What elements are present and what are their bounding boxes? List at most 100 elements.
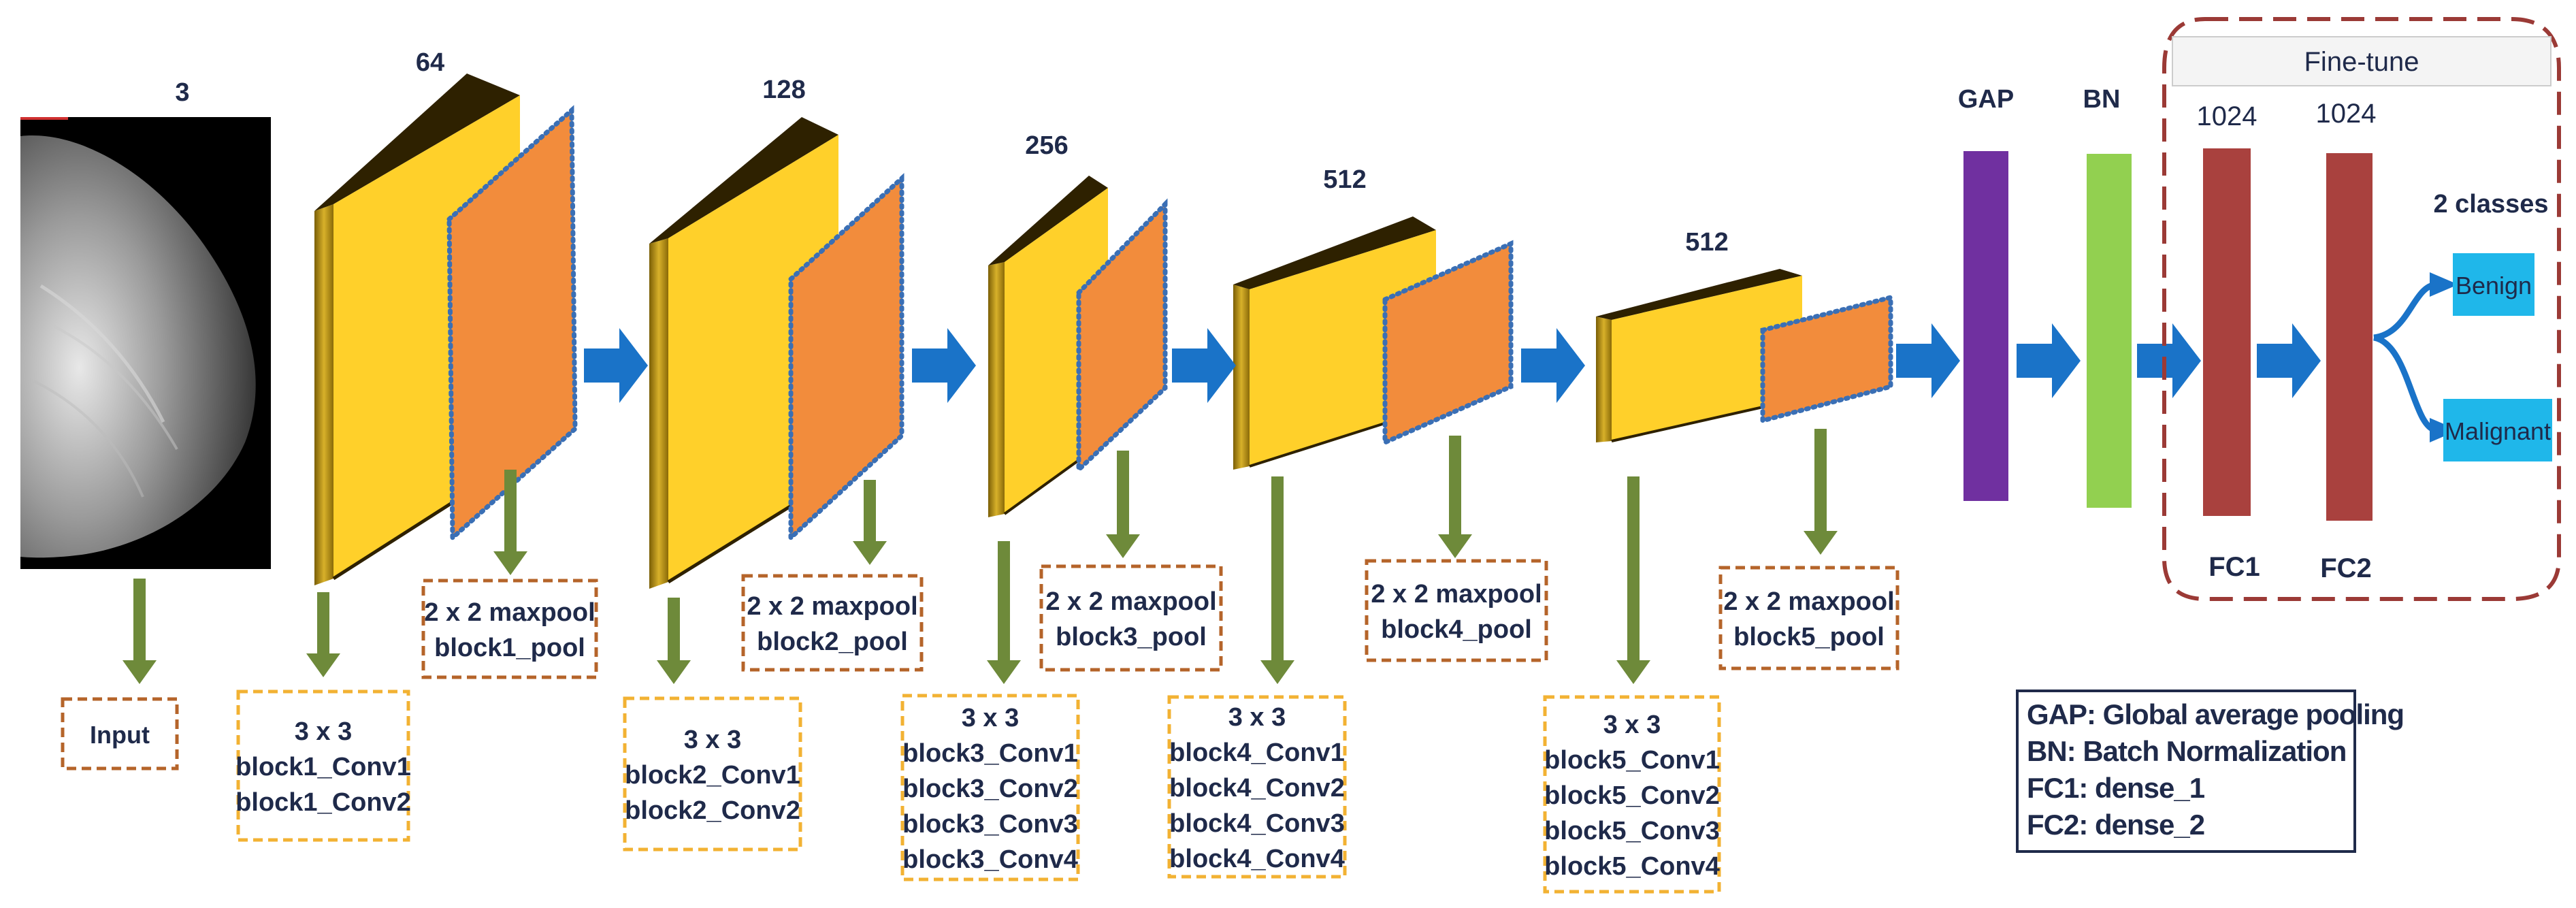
- conv-block-5-face: [1612, 276, 1802, 441]
- legend-item-bn: BN: Batch Normalization: [2027, 735, 2347, 767]
- flow-arrow: [2017, 323, 2081, 398]
- conv-block-3-side: [988, 262, 1005, 517]
- fc2-units-label: 1024: [2316, 99, 2377, 129]
- block4-filters-label: 512: [1323, 165, 1366, 194]
- flow-arrow: [584, 328, 648, 403]
- conv-block-4-top: [1233, 216, 1436, 289]
- finetune-region: [2162, 17, 2561, 601]
- block5-conv-label-line: block5_Conv2: [1544, 781, 1720, 810]
- conv-block-5: [1596, 269, 1803, 442]
- benign-class-box: [2453, 253, 2534, 316]
- down-arrow: [1804, 429, 1838, 555]
- legend-item-fc2: FC2: dense_2: [2027, 809, 2205, 841]
- finetune-title: Fine-tune: [2304, 47, 2419, 77]
- fc1-layer: [2203, 148, 2251, 516]
- block5-conv-label-line: block5_Conv4: [1544, 852, 1720, 881]
- pool-block-3: [1076, 198, 1168, 476]
- label-arrows: [123, 429, 1838, 684]
- benign-class-label: Benign: [2456, 272, 2532, 299]
- block3-filters-label: 256: [1025, 131, 1068, 160]
- block4-conv-label-box: [1167, 695, 1347, 879]
- malignant-class-box: [2443, 399, 2552, 461]
- input-channels-label: 3: [175, 78, 189, 107]
- class-branch-arrows: [2373, 272, 2458, 442]
- bn-layer: [2087, 154, 2132, 508]
- block5-pool-label-box: [1718, 566, 1900, 670]
- block5-filters-label: 512: [1685, 228, 1728, 257]
- block1-pool-label-line: 2 x 2 maxpool: [424, 598, 595, 627]
- block4-conv-label-line: block4_Conv4: [1169, 845, 1345, 873]
- legend: GAP: Global average pooling BN: Batch No…: [2016, 690, 2404, 853]
- block1-conv-label-line: block1_Conv1: [235, 753, 411, 781]
- block5-pool-label-line: 2 x 2 maxpool: [1723, 587, 1894, 616]
- block5-conv-label-line: 3 x 3: [1603, 711, 1661, 739]
- pool-block-4-face: [1382, 240, 1514, 447]
- pool-block-1: [446, 105, 578, 543]
- block3-conv-label-line: 3 x 3: [962, 704, 1020, 732]
- block1-conv-label-line: block1_Conv2: [235, 788, 411, 817]
- block3-conv-label-line: block3_Conv1: [902, 739, 1078, 768]
- input-label-box: [61, 697, 179, 771]
- fc1-label: FC1: [2208, 552, 2260, 582]
- fc2-layer: [2326, 153, 2373, 521]
- tissue-line: [54, 325, 178, 450]
- block5-conv-label-line: block5_Conv1: [1544, 746, 1720, 775]
- down-arrow: [1260, 476, 1294, 684]
- block4-conv-label-line: 3 x 3: [1228, 703, 1286, 732]
- image-marker: [20, 117, 68, 120]
- down-arrow: [1616, 476, 1650, 684]
- gap-label: GAP: [1958, 85, 2014, 114]
- flow-arrows: [584, 323, 2321, 403]
- down-arrow: [1438, 436, 1472, 558]
- pool-block-5-face: [1760, 294, 1893, 424]
- conv-block-5-side: [1596, 317, 1612, 442]
- breast-shape: [20, 135, 256, 558]
- legend-item-fc1: FC1: dense_1: [2027, 772, 2205, 804]
- block1-filters-label: 64: [416, 48, 444, 77]
- flow-arrow: [2137, 323, 2201, 398]
- conv-block-1-side: [314, 204, 333, 585]
- block2-conv-label-line: block2_Conv2: [625, 796, 800, 825]
- block3-conv-label-line: block3_Conv3: [902, 810, 1078, 839]
- pool-block-1-face: [446, 105, 578, 543]
- block4-pool-label-box: [1365, 559, 1548, 662]
- block2-conv-label-line: block2_Conv1: [625, 761, 800, 790]
- flow-arrow: [1521, 328, 1585, 403]
- block2-conv-label-line: 3 x 3: [684, 726, 742, 754]
- down-arrow: [306, 592, 340, 677]
- finetune-title-bar: [2172, 36, 2551, 86]
- block3-pool-label-box: [1039, 564, 1223, 672]
- block4-conv-label-line: block4_Conv1: [1169, 739, 1345, 767]
- flow-arrow: [1896, 323, 1960, 398]
- conv-block-2-side: [649, 238, 668, 589]
- block4-conv-label-line: block4_Conv3: [1169, 809, 1345, 838]
- legend-item-gap: GAP: Global average pooling: [2027, 698, 2404, 730]
- flow-arrow: [912, 328, 976, 403]
- down-arrow: [123, 579, 157, 684]
- down-arrow: [987, 541, 1021, 684]
- block1-pool-label-box: [421, 579, 598, 679]
- block4-pool-label-line: block4_pool: [1381, 615, 1532, 644]
- fc2-label: FC2: [2320, 553, 2372, 583]
- block4-pool-label-line: 2 x 2 maxpool: [1371, 580, 1542, 609]
- block3-conv-label-line: block3_Conv2: [902, 775, 1078, 803]
- conv-block-2-top: [649, 117, 838, 244]
- block5-conv-label-line: block5_Conv3: [1544, 817, 1720, 845]
- bn-label: BN: [2083, 85, 2121, 114]
- block5-pool-label-line: block5_pool: [1733, 623, 1885, 651]
- pool-block-2-face: [788, 173, 904, 543]
- flow-arrow: [1172, 328, 1236, 403]
- block1-conv-label-box: [236, 690, 410, 842]
- conv-label-boxes: 3 x 3 block1_Conv1 block1_Conv2 3 x 3 block2…: [235, 690, 1721, 894]
- input-image: [20, 117, 271, 569]
- pool-block-3-face: [1076, 198, 1168, 476]
- block3-pool-label-line: 2 x 2 maxpool: [1045, 587, 1216, 616]
- conv-block-4-side: [1233, 285, 1250, 470]
- conv-block-1-top: [314, 74, 520, 211]
- block2-conv-label-box: [623, 696, 802, 852]
- block2-pool-label-line: block2_pool: [757, 628, 908, 656]
- block1-pool-label-line: block1_pool: [434, 634, 585, 662]
- block3-pool-label-line: block3_pool: [1056, 623, 1207, 651]
